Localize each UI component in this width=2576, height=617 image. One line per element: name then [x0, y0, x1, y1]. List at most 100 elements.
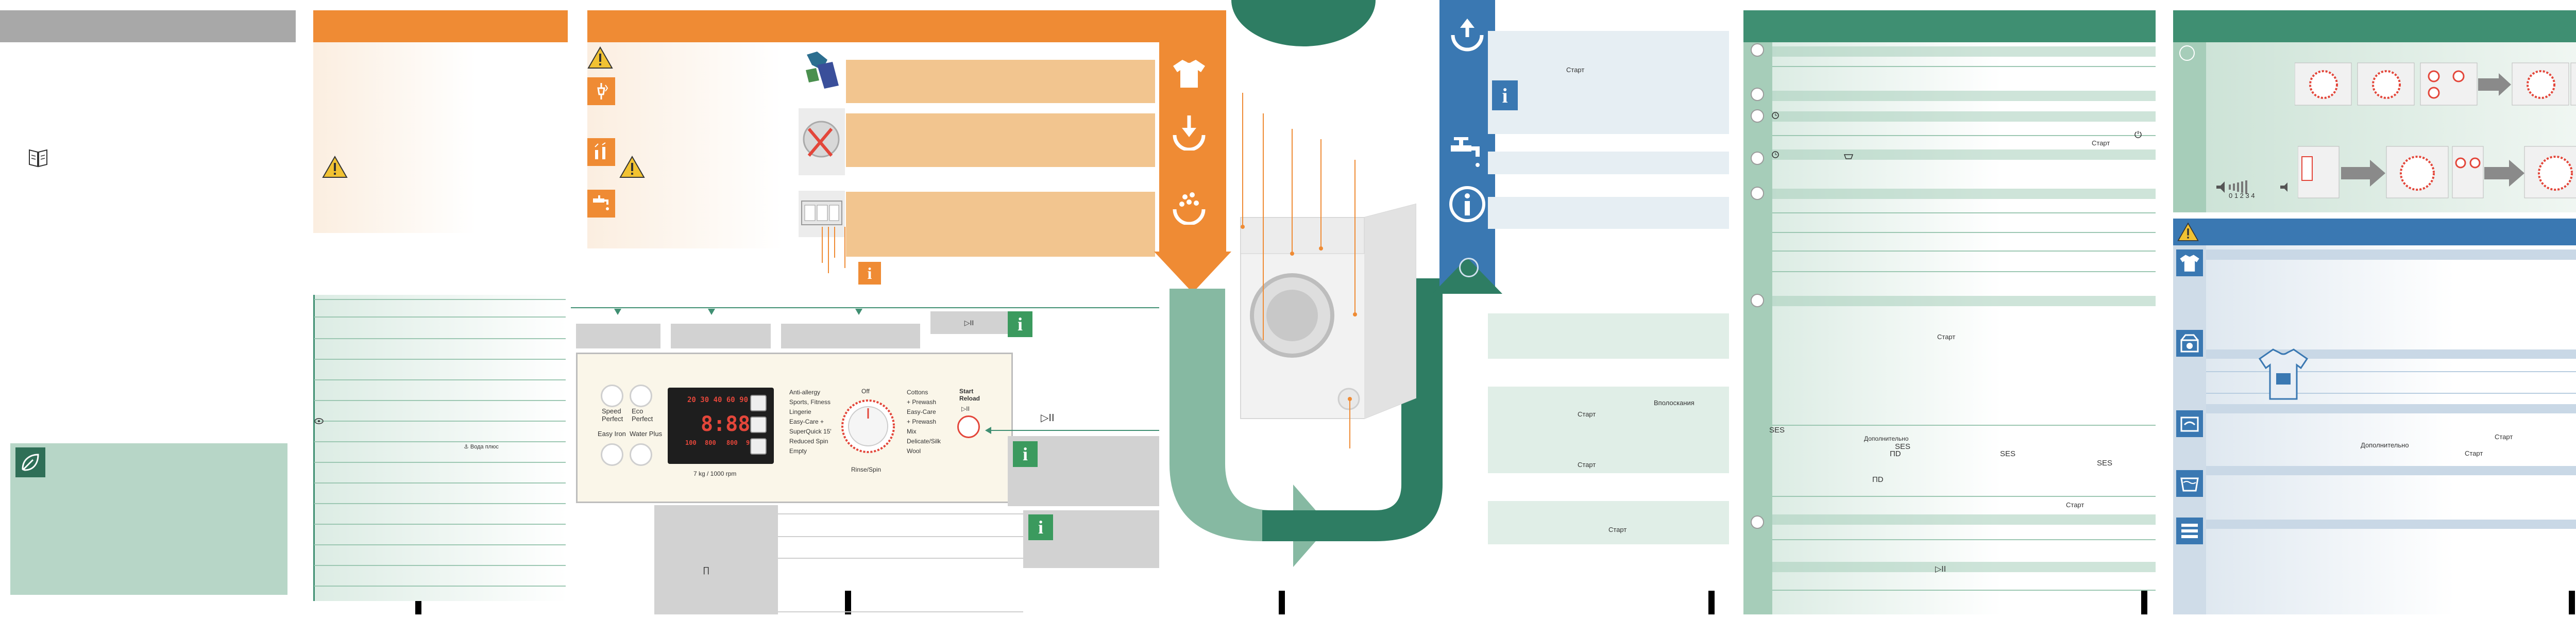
col4-start-2: Старт [1578, 410, 1596, 418]
panel-label-box-1 [576, 324, 660, 348]
col4-panel-3 [1488, 197, 1729, 229]
shirt-icon [1172, 58, 1206, 89]
start-icon-label: ▷II [961, 405, 970, 412]
info-icon: i [1013, 441, 1038, 467]
page-marker-2 [845, 591, 851, 614]
basket-icon [1843, 153, 1854, 160]
clock-icon [1771, 111, 1780, 120]
page-marker-6 [2569, 591, 2575, 614]
center-flow-graphic [1159, 0, 1448, 614]
eye-icon [314, 418, 324, 424]
warning-icon [322, 155, 348, 178]
detergent-band [846, 192, 1155, 257]
control-panel [576, 353, 1013, 503]
water-plus-button[interactable] [630, 443, 652, 466]
display-side-buttons [747, 392, 768, 459]
col6-start-2: Старт [2465, 449, 2483, 457]
col5-header-bar [1743, 10, 2156, 42]
col2-header-bar [313, 10, 568, 42]
orange-flow-arrow [1154, 252, 1231, 293]
col6-dopolnitelno: Дополнительно [2361, 441, 2409, 449]
col6-blue-rules [2206, 245, 2576, 614]
col6-top-panel-left [2173, 42, 2206, 212]
col5-start-1: Старт [2092, 139, 2110, 147]
program-lingerie: Lingerie [789, 408, 811, 415]
shirt-icon [2176, 249, 2203, 276]
panel-label-box-4: ▷II [930, 311, 1008, 334]
program-anti-allergy: Anti-allergy [789, 389, 821, 396]
col4-start-1: Старт [1566, 66, 1585, 74]
volume-scale-label: 0 1 2 3 4 [2229, 192, 2255, 199]
shirt-care-image [2258, 345, 2309, 403]
drawer-leader-lines [819, 227, 860, 278]
col3-header-bar [587, 10, 1159, 42]
col2-list-bg [313, 295, 567, 601]
off-label: Off [861, 388, 870, 395]
lower-rules [778, 505, 1023, 614]
panel-caret-2 [708, 308, 715, 315]
drain-arrow-line [985, 427, 1159, 434]
detergent-drawer-icon [2176, 410, 2203, 437]
water-plus-label: ⚓ Вода плюс [464, 443, 499, 450]
finish-in-button[interactable] [750, 416, 767, 433]
start-pause-label: ▷II [964, 318, 974, 327]
eco-perfect-label: Eco Perfect [632, 407, 653, 423]
col5-ses-4: SES [2097, 459, 2113, 468]
laundry-icon [802, 49, 842, 91]
rating-label: 7 kg / 1000 rpm [693, 470, 737, 477]
detergent-powder-icon [1170, 186, 1209, 226]
water-tap-icon [587, 190, 615, 218]
col2-intro-gradient [313, 42, 476, 233]
page-marker-4 [1708, 591, 1715, 614]
upload-icon [1448, 14, 1487, 54]
col4-panel-4 [1488, 313, 1729, 359]
panel-top-rule [571, 307, 1159, 308]
panel-caret-1 [614, 308, 621, 315]
page-marker-3 [1279, 591, 1285, 614]
col1-note-box [10, 443, 287, 595]
col5-bands [1772, 42, 2156, 614]
info-icon: i [1008, 311, 1032, 337]
col4-start-3: Старт [1578, 461, 1596, 469]
col4-panel-5 [1488, 387, 1729, 473]
clock-icon [1771, 151, 1780, 159]
electric-plug-icon [587, 77, 615, 105]
col6-header-bar [2173, 10, 2576, 42]
temp-button[interactable] [750, 395, 767, 411]
col5-play-label: ▷II [1935, 565, 1946, 574]
speed-perfect-label: Speed Perfect [602, 407, 623, 423]
check-pockets-image [799, 108, 845, 175]
eco-perfect-button[interactable] [630, 385, 652, 407]
col3-left-gradient [587, 42, 783, 248]
programme-right-list: Cottons + Prewash Easy-Care + Prewash Mi… [907, 388, 941, 456]
col5-ses-1: SES [1769, 426, 1785, 435]
easy-iron-button[interactable] [601, 443, 623, 466]
list-icon [2176, 518, 2203, 544]
spin-readout-3: 800 [726, 439, 738, 446]
col5-pd-2: ПD [1872, 475, 1884, 484]
col4-panel-6 [1488, 501, 1729, 544]
info-icon: i [1028, 514, 1053, 540]
spin-button[interactable] [750, 438, 767, 455]
spin-readout-2: 800 [705, 439, 716, 446]
programme-selector-dial[interactable] [840, 398, 896, 455]
volume-scale [2215, 179, 2287, 195]
knob-sequence-2 [2297, 144, 2576, 206]
program-easy-care: Easy-Care [907, 408, 936, 415]
time-readout: 8:88 [701, 412, 751, 436]
program-superquick: SuperQuick 15' [789, 428, 832, 435]
program-wool: Wool [907, 447, 921, 455]
start-reload-button[interactable] [957, 415, 980, 438]
panel-caret-3 [855, 308, 862, 315]
col6-start-1: Старт [2495, 433, 2513, 441]
program-delicate-silk: Delicate/Silk [907, 438, 941, 445]
col6-step-bubble [2179, 45, 2195, 61]
program-empty: Empty [789, 447, 807, 455]
warning-icon [619, 155, 645, 178]
book-icon [28, 147, 48, 169]
col5-ses-2: SES [1895, 442, 1911, 451]
warning-icon [587, 46, 613, 69]
rinse-spin-label: Rinse/Spin [851, 466, 882, 473]
speed-perfect-button[interactable] [601, 385, 623, 407]
page-marker-5 [2141, 591, 2147, 614]
